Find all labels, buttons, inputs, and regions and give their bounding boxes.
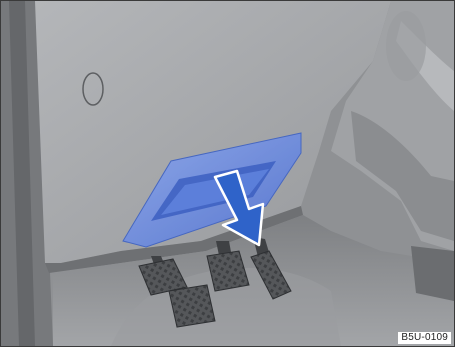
right-side-box <box>411 246 454 301</box>
figure-code-label: B5U-0109 <box>398 332 451 344</box>
